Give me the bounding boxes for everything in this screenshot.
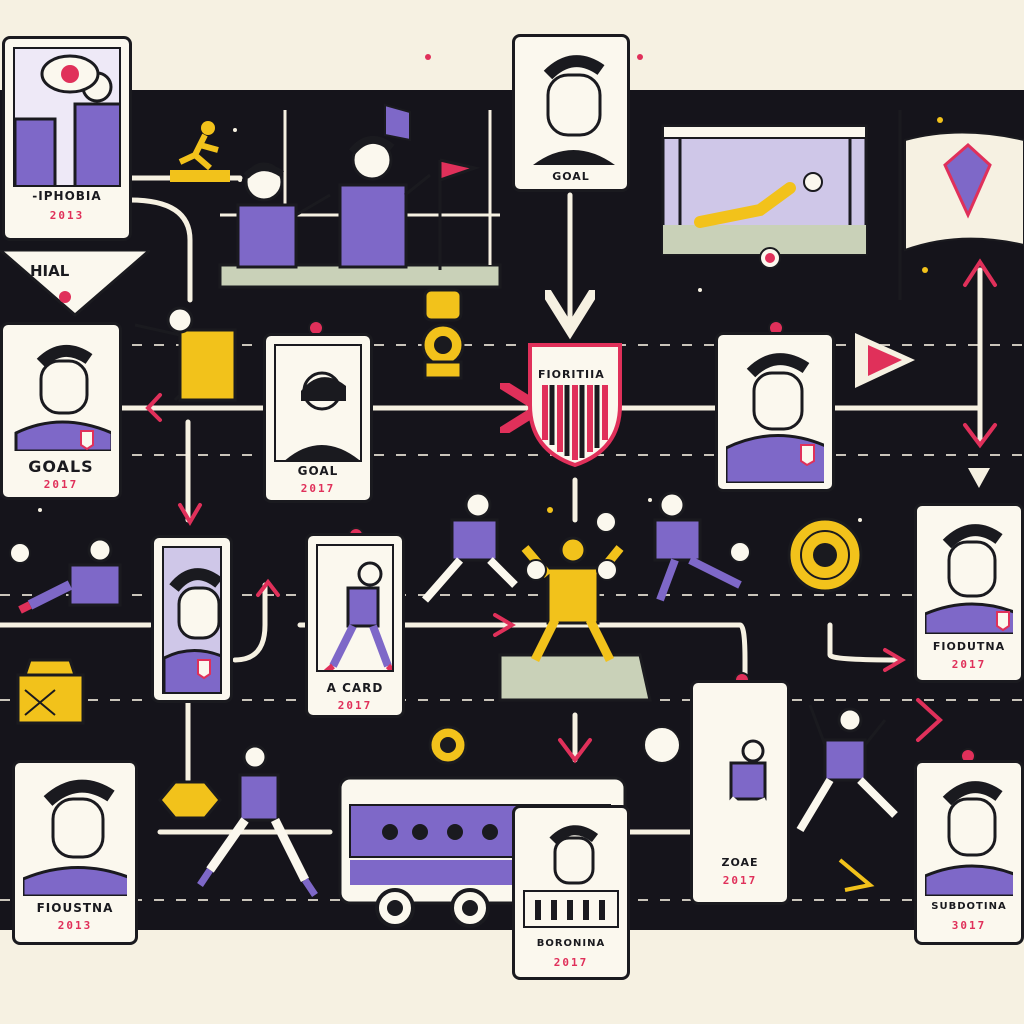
timeline-card-goal-top[interactable]: GOAL (512, 34, 630, 192)
card-year: 2013 (57, 919, 93, 932)
club-flag-icon (898, 110, 1024, 300)
card-year: 3017 (951, 919, 987, 932)
timeline-card-zoae[interactable]: ZOAE 2017 (690, 680, 790, 905)
timeline-card-side-portrait[interactable] (151, 535, 233, 703)
timeline-card-subdotina[interactable]: SUBDOTINA 3017 (914, 760, 1024, 945)
sliding-player-scene (18, 537, 122, 614)
target-ring-icon (787, 517, 863, 593)
card-title: GOAL (297, 464, 339, 478)
timeline-card-goal-mid[interactable]: GOAL 2017 (263, 333, 373, 503)
card-title: ZOAE (721, 856, 759, 869)
card-title: FIODUTNA (932, 640, 1006, 653)
card-title: FIOUSTNA (36, 901, 114, 915)
timeline-card-iphobia[interactable]: -IPHOBIA 2013 (2, 36, 132, 241)
hex-badge-icon (158, 780, 222, 820)
club-crest-icon (528, 343, 622, 468)
card-year: 2017 (337, 699, 373, 712)
warning-box-icon (16, 658, 85, 725)
card-title: SUBDOTINA (931, 901, 1007, 912)
card-year: 2017 (722, 874, 758, 887)
crouching-player-scene (134, 306, 237, 402)
card-year: 2017 (553, 956, 589, 969)
celebrating-player-scene (796, 704, 898, 833)
timeline-card-fiodutna[interactable]: FIODUTNA 2017 (914, 503, 1024, 683)
card-title: BORONINA (536, 938, 606, 949)
card-year: 2017 (43, 478, 79, 491)
timeline-card-portrait-right[interactable] (715, 332, 835, 492)
card-year: 2013 (49, 209, 85, 222)
players-argue-scene (218, 103, 502, 289)
card-title: -IPHOBIA (32, 189, 102, 203)
hial-banner: HIAL (0, 248, 155, 317)
card-title: A CARD (326, 681, 384, 695)
timeline-card-a-card[interactable]: A CARD 2017 (305, 533, 405, 718)
running-figure-icon (170, 121, 230, 182)
timeline-card-boronina[interactable]: BORONINA 2017 (512, 805, 630, 980)
running-player-scene (197, 744, 318, 897)
card-year: 2017 (300, 482, 336, 495)
hial-label: HIAL (30, 262, 70, 280)
card-title: GOALS (28, 457, 94, 476)
crest-label: FIORITIIA (538, 368, 605, 381)
card-title: GOAL (552, 170, 590, 183)
timeline-card-fioustna[interactable]: FIOUSTNA 2013 (12, 760, 138, 945)
card-year: 2017 (951, 658, 987, 671)
goalkeeper-save-scene (661, 124, 868, 269)
timeline-card-goals[interactable]: GOALS 2017 (0, 322, 122, 500)
goalkeeper-and-strikers-scene (9, 491, 751, 764)
medal-icon (421, 288, 465, 380)
